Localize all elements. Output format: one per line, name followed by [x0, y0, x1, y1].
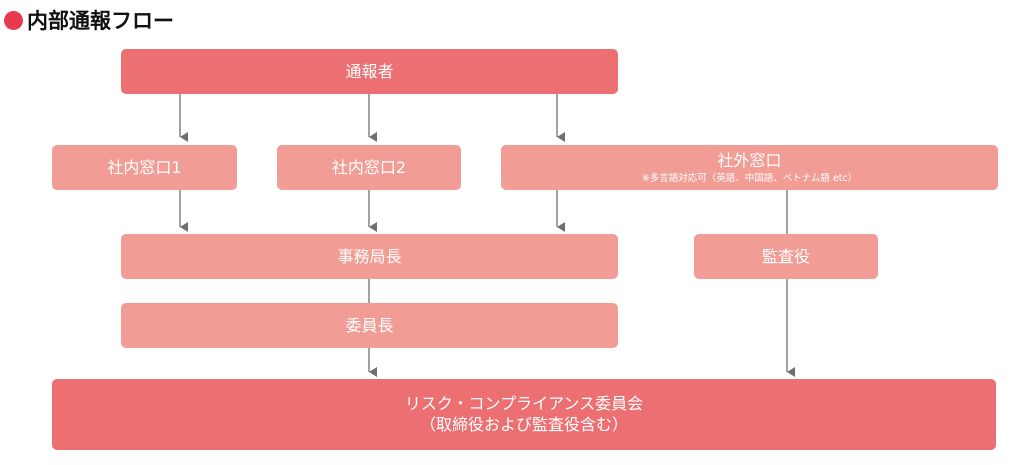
- node-external-window-label: 社外窓口: [717, 150, 782, 170]
- node-auditor-label: 監査役: [761, 246, 810, 266]
- node-external-window: 社外窓口 ※多言語対応可（英語、中国語、ベトナム語 etc）: [501, 145, 998, 190]
- node-reporter: 通報者: [121, 49, 618, 94]
- node-internal-window-1-label: 社内窓口1: [107, 157, 182, 177]
- node-reporter-label: 通報者: [345, 61, 394, 81]
- node-auditor: 監査役: [694, 234, 878, 279]
- bullet-dot-icon: [4, 10, 23, 30]
- node-internal-window-2-label: 社内窓口2: [331, 157, 407, 177]
- node-internal-window-1: 社内窓口1: [52, 145, 237, 190]
- node-committee-sub: （取締役および監査役含む）: [419, 415, 628, 434]
- node-internal-window-2: 社内窓口2: [277, 145, 461, 190]
- node-chairman: 委員長: [121, 303, 618, 348]
- node-risk-compliance-committee: リスク・コンプライアンス委員会 （取締役および監査役含む）: [52, 379, 996, 450]
- node-secretariat-head-label: 事務局長: [337, 246, 402, 266]
- diagram-title-text: 内部通報フロー: [27, 9, 174, 33]
- node-secretariat-head: 事務局長: [121, 234, 618, 279]
- node-external-window-note: ※多言語対応可（英語、中国語、ベトナム語 etc）: [641, 172, 858, 184]
- diagram-title: 内部通報フロー: [4, 6, 174, 34]
- node-chairman-label: 委員長: [345, 315, 394, 335]
- node-committee-label: リスク・コンプライアンス委員会: [404, 394, 644, 413]
